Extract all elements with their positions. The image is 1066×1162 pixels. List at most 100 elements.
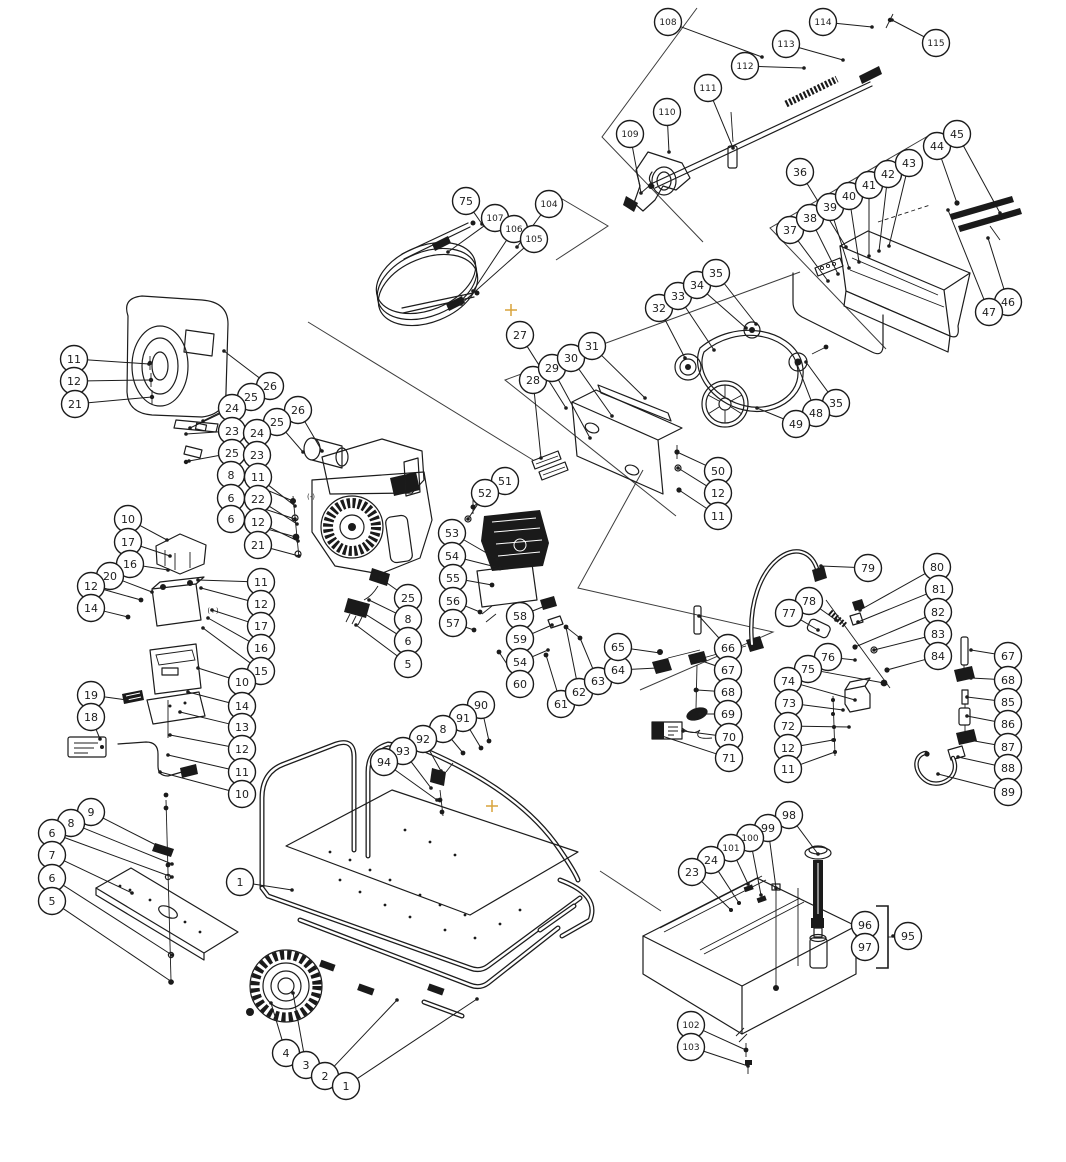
leader-dot-57-85 bbox=[472, 628, 476, 632]
callout-number-47: 47 bbox=[982, 306, 996, 319]
callout-number-11: 11 bbox=[711, 510, 725, 523]
callout-number-17: 17 bbox=[121, 536, 135, 549]
leader-line-48-35 bbox=[796, 363, 812, 401]
callout-79-unloader: 79 bbox=[853, 553, 883, 583]
callout-number-73: 73 bbox=[782, 697, 796, 710]
leader-line-38-15 bbox=[815, 229, 839, 275]
leader-line-109-7 bbox=[631, 147, 642, 194]
leader-dot-90-126 bbox=[487, 739, 491, 743]
leader-line-75-113 bbox=[821, 670, 885, 684]
callout-number-109: 109 bbox=[621, 130, 638, 140]
leader-dot-47-24 bbox=[946, 208, 950, 212]
leader-line-12-76 bbox=[169, 734, 229, 747]
callout-11-battery: 11 bbox=[227, 757, 257, 787]
callout-circle-11 bbox=[703, 501, 733, 531]
callout-12-pump: 12 bbox=[703, 478, 733, 508]
callout-35-belt-drive: 35 bbox=[701, 258, 731, 288]
callout-circle-98 bbox=[774, 800, 804, 830]
callout-number-10: 10 bbox=[121, 513, 135, 526]
callout-55-pump: 55 bbox=[438, 563, 468, 593]
leader-dot-110-6 bbox=[667, 150, 671, 154]
callout-number-25: 25 bbox=[270, 416, 284, 429]
leader-line-6-139 bbox=[64, 837, 173, 878]
callout-number-92: 92 bbox=[416, 733, 430, 746]
callout-circle-111 bbox=[693, 73, 723, 103]
callout-circle-21 bbox=[243, 530, 273, 560]
callout-number-8: 8 bbox=[440, 723, 447, 736]
callout-number-12: 12 bbox=[235, 743, 249, 756]
callout-17-battery: 17 bbox=[113, 527, 143, 557]
plus-marker-icon bbox=[486, 800, 498, 812]
callout-number-11: 11 bbox=[235, 766, 249, 779]
callout-1-frame: 1 bbox=[331, 1071, 361, 1101]
callout-84-unloader: 84 bbox=[923, 641, 953, 671]
leader-line-5-142 bbox=[62, 908, 173, 983]
callout-10-battery: 10 bbox=[227, 667, 257, 697]
callout-number-68: 68 bbox=[1001, 674, 1015, 687]
leader-line-71-103 bbox=[661, 735, 717, 755]
leader-line-31-29 bbox=[601, 355, 646, 399]
leader-line-25-46 bbox=[285, 431, 304, 453]
leader-line-16-69 bbox=[207, 617, 250, 642]
leader-dot-80-105 bbox=[858, 608, 862, 612]
leader-dot-54-82 bbox=[498, 566, 502, 570]
leader-dot-70-102 bbox=[681, 729, 685, 733]
leader-dot-17-61 bbox=[168, 554, 172, 558]
frame-art bbox=[246, 738, 595, 1023]
leader-dot-11-50 bbox=[293, 504, 297, 508]
leader-dot-84-109 bbox=[885, 668, 889, 672]
leader-line-23-43 bbox=[185, 431, 219, 435]
leader-line-101-146 bbox=[736, 859, 749, 885]
callout-number-9: 9 bbox=[88, 806, 95, 819]
leader-dot-25-56 bbox=[378, 576, 382, 580]
leader-line-26-45 bbox=[304, 421, 323, 452]
leader-dot-22-52 bbox=[295, 522, 299, 526]
callout-number-82: 82 bbox=[931, 606, 945, 619]
leader-line-70-102 bbox=[682, 730, 716, 736]
callout-5-engine-wiring: 5 bbox=[393, 649, 423, 679]
callout-circle-11 bbox=[773, 754, 803, 784]
callout-number-99: 99 bbox=[761, 822, 775, 835]
leader-dot-105-12 bbox=[459, 302, 463, 306]
callout-12-battery: 12 bbox=[246, 589, 276, 619]
leader-dot-8-128 bbox=[461, 751, 465, 755]
leader-line-12-64 bbox=[103, 589, 142, 601]
leader-dot-88-124 bbox=[956, 755, 960, 759]
callout-number-35: 35 bbox=[709, 267, 723, 280]
leader-dot-40-17 bbox=[857, 260, 861, 264]
leader-line-28-26 bbox=[533, 393, 542, 459]
callout-10-battery: 10 bbox=[113, 504, 143, 534]
callout-number-75: 75 bbox=[459, 195, 473, 208]
callout-54-pump: 54 bbox=[437, 541, 467, 571]
callout-number-24: 24 bbox=[250, 427, 264, 440]
leader-line-42-19 bbox=[878, 187, 887, 252]
leader-dot-2-135 bbox=[395, 998, 399, 1002]
leader-line-114-1 bbox=[836, 22, 873, 28]
leader-dot-32-30 bbox=[683, 356, 687, 360]
polarity-annotation-1: (-) bbox=[307, 493, 315, 501]
callout-number-113: 113 bbox=[777, 40, 794, 50]
callout-75-jumper-hose: 75 bbox=[451, 186, 481, 216]
callout-112-spray-gun: 112 bbox=[730, 51, 760, 81]
leader-line-4-133 bbox=[270, 1002, 283, 1041]
callout-101-tank: 101 bbox=[716, 833, 746, 863]
leader-dot-10-71 bbox=[196, 666, 200, 670]
callout-number-39: 39 bbox=[823, 201, 837, 214]
callout-circle-75 bbox=[451, 186, 481, 216]
callout-number-32: 32 bbox=[652, 302, 666, 315]
callout-circle-89 bbox=[993, 777, 1023, 807]
callout-number-115: 115 bbox=[927, 39, 944, 49]
callout-number-44: 44 bbox=[930, 140, 944, 153]
callout-number-108: 108 bbox=[659, 18, 676, 28]
callout-18-battery: 18 bbox=[76, 702, 106, 732]
callout-47-panel: 47 bbox=[974, 297, 1004, 327]
leader-dot-12-67 bbox=[199, 586, 203, 590]
callout-number-70: 70 bbox=[722, 731, 736, 744]
callout-6-engine: 6 bbox=[216, 504, 246, 534]
callout-number-59: 59 bbox=[513, 633, 527, 646]
callout-89-plumbing-right: 89 bbox=[993, 777, 1023, 807]
leader-line-25-44 bbox=[188, 454, 219, 462]
callout-number-67: 67 bbox=[1001, 650, 1015, 663]
callout-number-86: 86 bbox=[1001, 718, 1015, 731]
